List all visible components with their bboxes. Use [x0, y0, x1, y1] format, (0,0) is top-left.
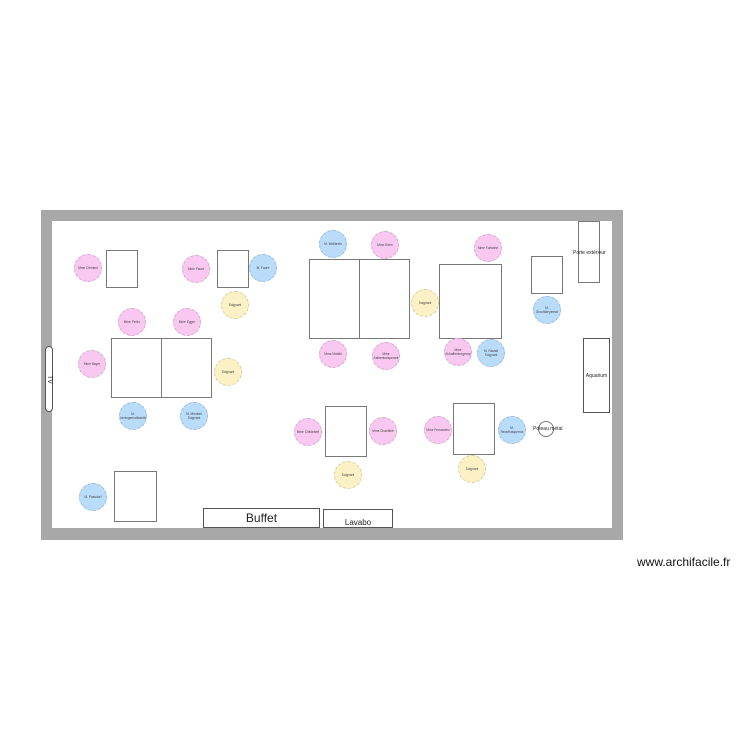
seat-m[interactable]: M. Passdorf — [79, 483, 107, 511]
table[interactable] — [161, 338, 212, 398]
poteau-metal — [538, 421, 554, 437]
seat-mme[interactable]: Mme Kalbenbolsperant — [372, 342, 400, 370]
seat-mme[interactable]: Mme Bayer — [78, 350, 106, 378]
seat-m[interactable]: M. Reonfhdupernot — [498, 416, 526, 444]
porte-exterieur[interactable] — [578, 221, 600, 283]
tv[interactable]: TV — [45, 346, 53, 412]
seat-mme[interactable]: Mme Fernandez — [424, 416, 452, 444]
watermark: www.archifacile.fr — [637, 555, 731, 569]
seat-mme[interactable]: Mme Schaffenburgerop — [444, 338, 472, 366]
table[interactable] — [325, 406, 367, 457]
table[interactable] — [111, 338, 162, 398]
seat-mme[interactable]: Mme Chantilbé — [369, 417, 397, 445]
seat-m[interactable]: M. Wollbrein — [319, 230, 347, 258]
seat-soignant[interactable]: Soignant — [214, 358, 242, 386]
seat-m[interactable]: M. Rastall Soignant — [477, 339, 505, 367]
table[interactable] — [453, 403, 495, 455]
table[interactable] — [531, 256, 563, 294]
table[interactable] — [309, 259, 360, 339]
seat-soignant[interactable]: Soignant — [458, 455, 486, 483]
table[interactable] — [439, 264, 502, 339]
table[interactable] — [114, 471, 157, 522]
seat-mme[interactable]: Mme Matelli — [319, 340, 347, 368]
aquarium[interactable]: Aquarium — [583, 338, 610, 413]
seat-mme[interactable]: Mme Fontaine — [474, 234, 502, 262]
seat-mme[interactable]: Mme Faure — [182, 255, 210, 283]
lavabo[interactable]: Lavabo — [323, 509, 393, 528]
seat-soignant[interactable]: Soignant — [334, 461, 362, 489]
tv-label: TV — [45, 374, 53, 384]
seat-mme[interactable]: Mme Pedro — [118, 308, 146, 336]
seat-m[interactable]: M. Grochtdepernot — [533, 296, 561, 324]
buffet[interactable]: Buffet — [203, 508, 320, 528]
table[interactable] — [106, 250, 138, 288]
seat-m[interactable]: M. Horningerhofstaetter — [119, 402, 147, 430]
table[interactable] — [359, 259, 410, 339]
seat-mme[interactable]: Mme Eden — [371, 231, 399, 259]
seat-mme[interactable]: Mme Egger — [173, 308, 201, 336]
seat-mme[interactable]: Mme Childebert — [294, 418, 322, 446]
porte-exterieur-label: Porte extérieur — [573, 250, 606, 256]
seat-m[interactable]: M. Meuthel Soignant — [180, 402, 208, 430]
seat-soignant[interactable]: Soignant — [221, 291, 249, 319]
table[interactable] — [217, 250, 249, 288]
seat-mme[interactable]: Mme Clement — [74, 254, 102, 282]
poteau-metal-label: Poteau métal — [533, 426, 563, 432]
seat-m[interactable]: M. Faure — [249, 254, 277, 282]
seat-soignant[interactable]: Soignant — [411, 289, 439, 317]
